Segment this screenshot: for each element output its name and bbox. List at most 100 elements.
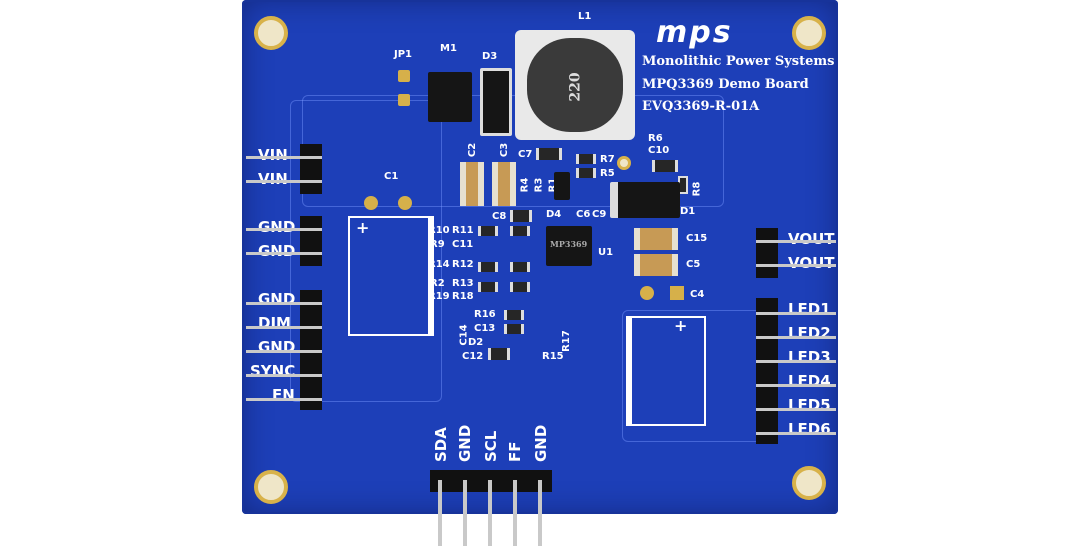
- pin-en[interactable]: [246, 398, 322, 401]
- header-vout: [756, 228, 778, 278]
- capacitor-C1-pad-2: [398, 196, 412, 210]
- pin-sync[interactable]: [246, 374, 322, 377]
- pin-label-scl: SCL: [482, 430, 500, 462]
- resistor-bank-6: [510, 282, 530, 292]
- inductor-core: 220: [527, 38, 623, 132]
- ref-R10: R10: [428, 225, 450, 236]
- capacitor-C8: [510, 210, 532, 222]
- jumper-JP1-pad-1: [398, 70, 410, 82]
- ref-R16: R16: [474, 309, 496, 320]
- capacitor-C1-plus: +: [356, 218, 370, 237]
- ref-M1: M1: [440, 43, 457, 54]
- inductor-L1: 220: [515, 30, 635, 140]
- ref-C7: C7: [518, 149, 533, 160]
- test-point: [617, 156, 631, 170]
- pin-sda[interactable]: [438, 480, 442, 546]
- ref-D2: D2: [468, 337, 484, 348]
- pin-vout-1[interactable]: [756, 240, 836, 243]
- pin-label-gnd-bottom-2: GND: [532, 424, 550, 462]
- pin-led5[interactable]: [756, 408, 836, 411]
- resistor-bank-4: [510, 262, 530, 272]
- pin-vout-2[interactable]: [756, 264, 836, 267]
- pin-vin-1[interactable]: [246, 156, 322, 159]
- pin-dim[interactable]: [246, 326, 322, 329]
- capacitor-C4-pad-1: [640, 286, 654, 300]
- ref-R15: R15: [542, 351, 564, 362]
- ref-R5: R5: [600, 168, 615, 179]
- inductor-marking: 220: [567, 72, 584, 102]
- ref-L1: L1: [578, 11, 592, 22]
- ref-C5: C5: [686, 259, 701, 270]
- transistor-small: [554, 172, 570, 200]
- header-gnd-pwr: [300, 216, 322, 266]
- ref-D1: D1: [680, 206, 696, 217]
- capacitor-C4-plus: +: [674, 316, 688, 335]
- ref-C2: C2: [467, 142, 479, 158]
- ref-U1: U1: [598, 247, 614, 258]
- ref-R12: R12: [452, 259, 474, 270]
- header-vin: [300, 144, 322, 194]
- ref-C10: C10: [648, 145, 670, 156]
- ref-C15: C15: [686, 233, 708, 244]
- pin-label-sda: SDA: [432, 427, 450, 462]
- pin-led4[interactable]: [756, 384, 836, 387]
- ref-C1: C1: [384, 171, 399, 182]
- ref-R6: R6: [648, 133, 663, 144]
- mounting-hole-top-right: [792, 16, 826, 50]
- pin-vin-2[interactable]: [246, 180, 322, 183]
- pin-gnd-bottom-2[interactable]: [538, 480, 542, 546]
- resistor-bank-5: [478, 282, 498, 292]
- product-name: MPQ3369 Demo Board: [642, 77, 809, 92]
- ref-C4: C4: [690, 289, 705, 300]
- mounting-hole-top-left: [254, 16, 288, 50]
- pin-gnd-bottom-1[interactable]: [463, 480, 467, 546]
- pin-label-ff: FF: [506, 441, 524, 463]
- ref-R9: R9: [430, 239, 445, 250]
- pin-led6[interactable]: [756, 432, 836, 435]
- capacitor-C10: [652, 160, 678, 172]
- capacitor-C4-outline: [626, 316, 706, 426]
- resistor-bank-1: [478, 226, 498, 236]
- ref-R8: R8: [691, 181, 703, 197]
- pin-gnd-3[interactable]: [246, 302, 322, 305]
- pin-gnd-2[interactable]: [246, 252, 322, 255]
- ref-C13: C13: [474, 323, 496, 334]
- pin-label-gnd-bottom-1: GND: [456, 424, 474, 462]
- mounting-hole-bottom-right: [792, 466, 826, 500]
- ref-R4: R4: [519, 177, 531, 193]
- capacitor-C2: [460, 162, 484, 206]
- ref-R14: R14: [428, 259, 450, 270]
- ref-R13: R13: [452, 278, 474, 289]
- resistor-R5-part: [576, 168, 596, 178]
- capacitor-C4-pad-2: [670, 286, 684, 300]
- pin-gnd-4[interactable]: [246, 350, 322, 353]
- pin-led3[interactable]: [756, 360, 836, 363]
- ref-JP1: JP1: [394, 49, 413, 60]
- ref-C9: C9: [592, 209, 607, 220]
- capacitor-C1-outline: [348, 216, 434, 336]
- resistor-R7-part: [576, 154, 596, 164]
- pin-led1[interactable]: [756, 312, 836, 315]
- ref-R18: R18: [452, 291, 474, 302]
- ref-R7: R7: [600, 154, 615, 165]
- ref-R17: R17: [560, 330, 572, 352]
- ref-D4: D4: [546, 209, 562, 220]
- ref-C11: C11: [452, 239, 474, 250]
- pin-gnd-1[interactable]: [246, 228, 322, 231]
- capacitor-C12-part: [488, 348, 510, 360]
- resistor-bank-3: [478, 262, 498, 272]
- ic-U1: MP3369: [546, 226, 592, 266]
- capacitor-C15: [634, 228, 678, 250]
- pin-scl[interactable]: [488, 480, 492, 546]
- pin-ff[interactable]: [513, 480, 517, 546]
- capacitor-C7: [536, 148, 562, 160]
- ref-C8: C8: [492, 211, 507, 222]
- jumper-JP1-pad-2: [398, 94, 410, 106]
- capacitor-C1-pad-1: [364, 196, 378, 210]
- mounting-hole-bottom-left: [254, 470, 288, 504]
- capacitor-C13-part: [504, 324, 524, 334]
- trace-outline-left: [290, 100, 442, 402]
- resistor-bank-2: [510, 226, 530, 236]
- pin-led2[interactable]: [756, 336, 836, 339]
- company-name: Monolithic Power Systems: [642, 54, 835, 69]
